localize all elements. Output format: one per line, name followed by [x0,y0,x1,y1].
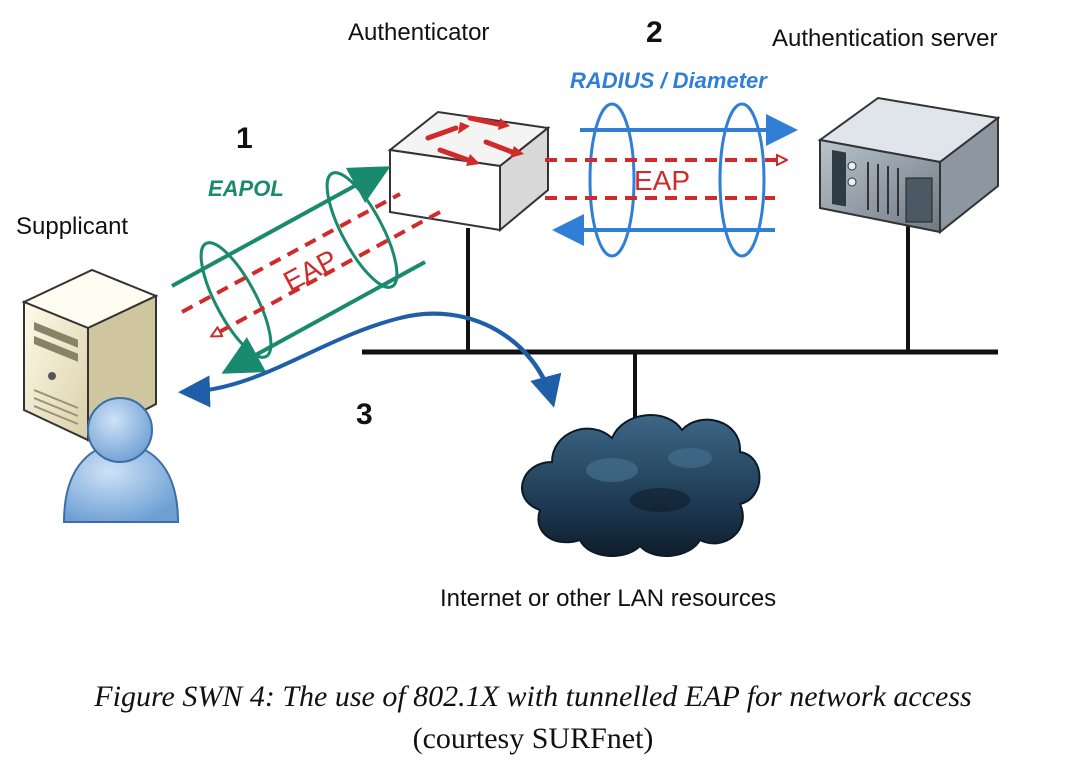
figure-caption-credit: (courtesy SURFnet) [413,722,654,755]
eap-label-left: EAP [278,244,342,298]
eap-tunnel-left [181,192,441,338]
server-icon [817,96,1001,235]
authentication-server-label: Authentication server [772,25,997,52]
step-2-label: 2 [646,16,663,49]
access-arrow [178,311,562,408]
eapol-tunnel [171,166,426,374]
eap-label-right: EAP [634,165,690,196]
user-icon [62,397,180,523]
step-3-label: 3 [356,398,373,431]
step-1-label: 1 [236,122,253,155]
authenticator-label: Authenticator [348,19,489,46]
supplicant-label: Supplicant [16,213,128,240]
internet-label: Internet or other LAN resources [440,585,776,612]
cloud-icon [521,414,761,558]
radius-tunnel [552,102,798,258]
eapol-label: EAPOL [208,176,284,201]
eap-tunnel-right [545,160,786,200]
radius-diameter-label: RADIUS / Diameter [570,68,768,93]
figure-caption: Figure SWN 4: The use of 802.1X with tun… [93,680,971,713]
switch-icon [387,110,551,233]
network-bus [362,222,998,432]
